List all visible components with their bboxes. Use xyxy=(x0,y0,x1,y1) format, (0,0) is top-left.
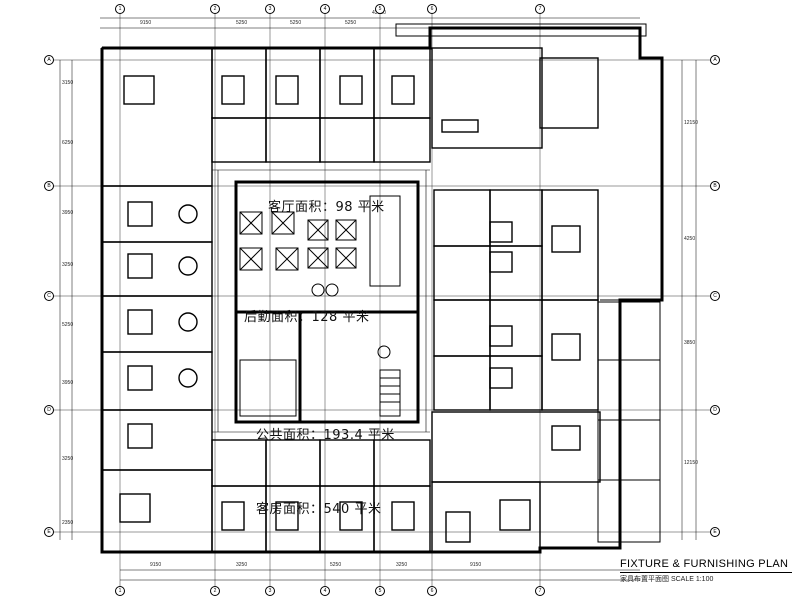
rooms-right xyxy=(433,189,599,411)
dim-left-7: 3250 xyxy=(62,456,74,462)
axis-bubble-left-1: A xyxy=(44,55,54,65)
axis-bubble-left-4: D xyxy=(44,405,54,415)
axis-bubble-left-5: E xyxy=(44,527,54,537)
area-label-public: 公共面积：193.4 平米 xyxy=(256,428,395,443)
title-block: FIXTURE & FURNISHING PLAN 家具布置平面图 SCALE … xyxy=(620,558,792,584)
axis-bubble-left-3: C xyxy=(44,291,54,301)
dim-left-3: 3950 xyxy=(62,210,74,216)
dim-left-4: 3250 xyxy=(62,262,74,268)
dim-top-3: 5250 xyxy=(290,20,302,26)
core-walls xyxy=(234,180,420,424)
area-label-back-office: 后勤面积：128 平米 xyxy=(244,310,370,325)
rooms-bottom xyxy=(211,439,431,553)
axis-bubble-right-1: A xyxy=(710,55,720,65)
drawing-title: FIXTURE & FURNISHING PLAN xyxy=(620,558,789,570)
axis-bubble-bottom-4: 4 xyxy=(320,586,330,596)
dim-left-1: 3150 xyxy=(62,80,74,86)
axis-bubble-bottom-5: 5 xyxy=(375,586,385,596)
axis-bubble-top-7: 7 xyxy=(535,4,545,14)
dim-right-3: 3850 xyxy=(684,340,696,346)
area-label-lobby: 客厅面积：98 平米 xyxy=(268,200,385,215)
axis-bubble-right-4: D xyxy=(710,405,720,415)
axis-bubble-top-1: 1 xyxy=(115,4,125,14)
dim-top-4: 5250 xyxy=(345,20,357,26)
axis-bubble-right-5: E xyxy=(710,527,720,537)
dim-top-2: 5250 xyxy=(236,20,248,26)
dim-right-1: 12150 xyxy=(684,120,698,126)
dim-top-1: 9150 xyxy=(140,20,152,26)
axis-bubble-bottom-2: 2 xyxy=(210,586,220,596)
suite-bottom-right xyxy=(431,411,601,553)
axis-bubble-right-2: B xyxy=(710,181,720,191)
title-underline xyxy=(620,572,792,573)
terrace-outline xyxy=(395,23,661,543)
axis-bubble-left-2: B xyxy=(44,181,54,191)
rooms-left xyxy=(101,47,213,553)
axis-bubble-top-4: 4 xyxy=(320,4,330,14)
dim-bottom-1: 9150 xyxy=(150,562,162,568)
rooms-top xyxy=(211,47,431,163)
dim-right-2: 4250 xyxy=(684,236,696,242)
dim-left-2: 6250 xyxy=(62,140,74,146)
area-label-rooms: 客房面积：540 平米 xyxy=(256,502,382,517)
dimension-lines xyxy=(59,17,697,581)
axis-bubble-top-3: 3 xyxy=(265,4,275,14)
drawing-subtitle: 家具布置平面图 SCALE 1:100 xyxy=(620,576,714,583)
dim-left-6: 3950 xyxy=(62,380,74,386)
axis-bubble-top-6: 6 xyxy=(427,4,437,14)
axis-bubble-top-5: 5 xyxy=(375,4,385,14)
axis-bubble-bottom-3: 3 xyxy=(265,586,275,596)
dim-left-8: 2350 xyxy=(62,520,74,526)
top-right-block xyxy=(431,47,599,149)
dim-bottom-4: 3250 xyxy=(396,562,408,568)
exterior-walls xyxy=(100,26,664,554)
axis-bubble-bottom-6: 6 xyxy=(427,586,437,596)
elevator-shafts xyxy=(239,195,401,417)
axis-bubble-top-2: 2 xyxy=(210,4,220,14)
axis-bubble-bottom-7: 7 xyxy=(535,586,545,596)
axis-bubble-right-3: C xyxy=(710,291,720,301)
corridor-lines xyxy=(212,169,430,433)
dim-left-5: 5250 xyxy=(62,322,74,328)
dim-bottom-3: 5250 xyxy=(330,562,342,568)
dim-right-4: 12150 xyxy=(684,460,698,466)
axis-bubble-bottom-1: 1 xyxy=(115,586,125,596)
dim-bottom-5: 9150 xyxy=(470,562,482,568)
dim-bottom-2: 3250 xyxy=(236,562,248,568)
